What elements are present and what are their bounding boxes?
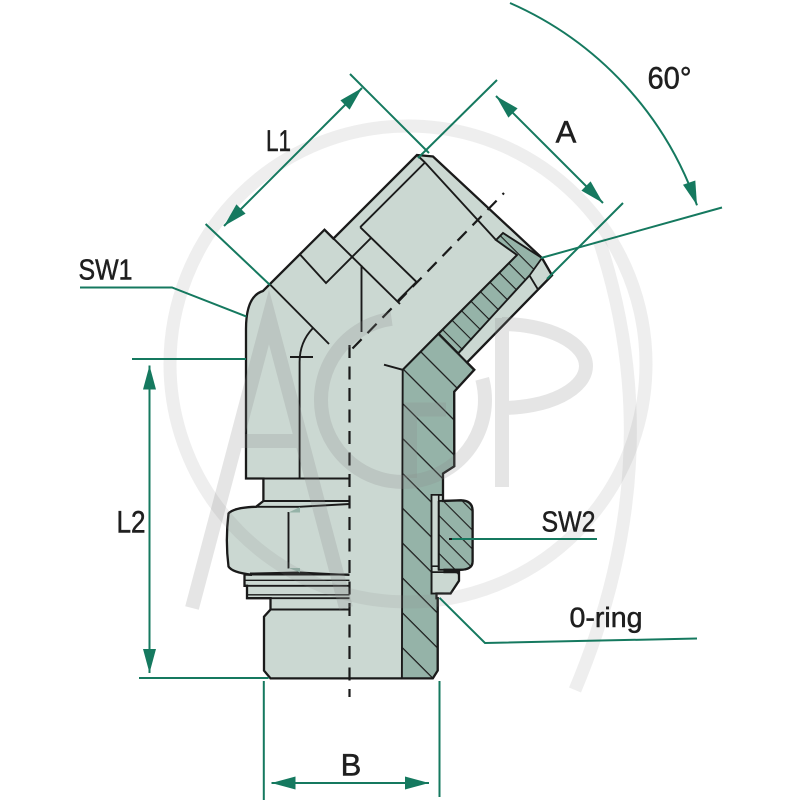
svg-text:SW2: SW2 — [542, 507, 596, 539]
svg-text:60°: 60° — [648, 61, 692, 96]
svg-text:SW1: SW1 — [79, 255, 133, 287]
svg-text:A: A — [556, 115, 577, 150]
svg-text:B: B — [341, 748, 362, 783]
svg-text:L2: L2 — [117, 505, 146, 540]
svg-text:0-ring: 0-ring — [570, 602, 643, 633]
svg-text:L1: L1 — [266, 125, 291, 158]
